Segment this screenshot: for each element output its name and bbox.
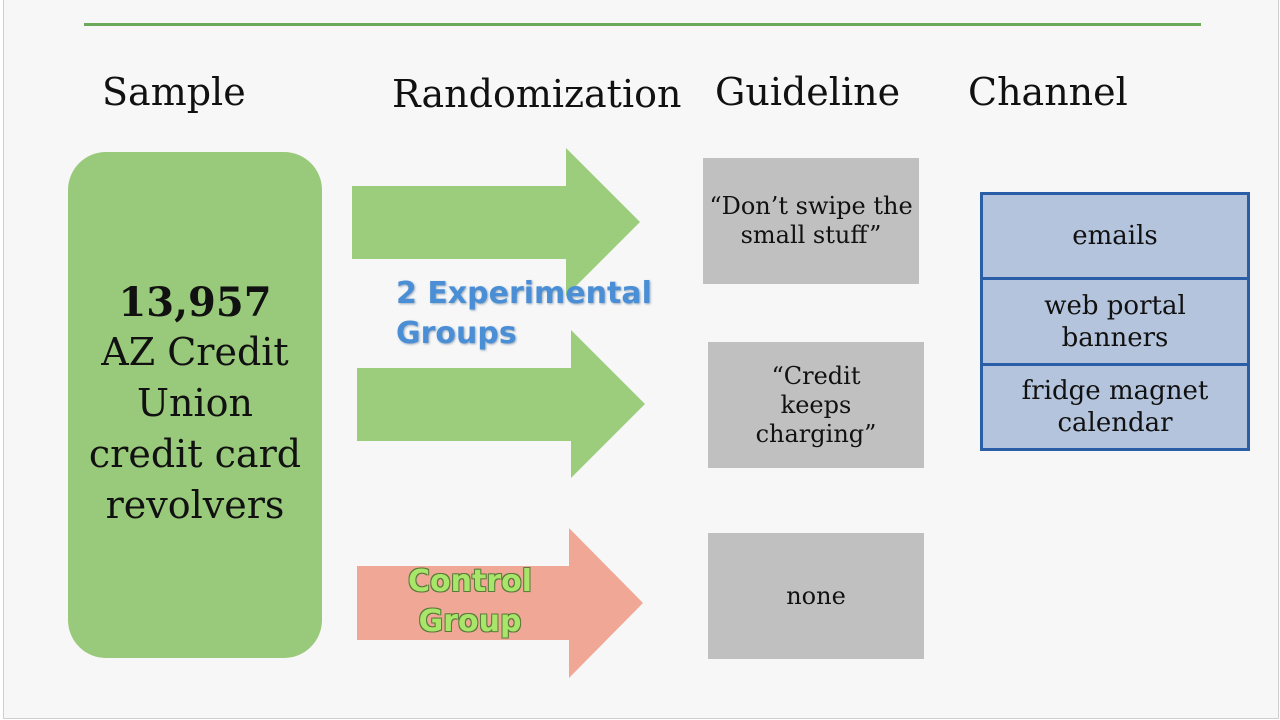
guideline-box-3: none xyxy=(708,533,924,659)
guideline-text-3: none xyxy=(786,581,846,610)
control-group-line2: Group xyxy=(418,604,522,639)
sample-description: AZ Credit Union credit card revolvers xyxy=(88,330,302,527)
experimental-arrow-1 xyxy=(352,148,640,296)
channel-stack: emails web portal banners fridge magnet … xyxy=(980,192,1250,451)
column-header-channel: Channel xyxy=(968,70,1128,114)
control-arrow xyxy=(357,528,643,678)
experimental-groups-label: 2 Experimental Groups xyxy=(396,274,652,354)
channel-label-fridge-magnet: fridge magnet calendar xyxy=(1021,376,1209,438)
column-header-sample: Sample xyxy=(102,70,246,114)
sample-box: 13,957 AZ Credit Union credit card revol… xyxy=(68,152,322,658)
channel-item-fridge-magnet: fridge magnet calendar xyxy=(983,366,1247,448)
control-group-line1: Control xyxy=(408,564,533,599)
control-group-label: Control Group xyxy=(408,562,532,642)
channel-label-web-portal: web portal banners xyxy=(1044,290,1186,353)
column-header-randomization: Randomization xyxy=(392,72,682,116)
channel-item-emails: emails xyxy=(983,195,1247,280)
sample-count: 13,957 xyxy=(118,279,272,326)
guideline-text-1: “Don’t swipe the small stuff” xyxy=(709,192,913,249)
guideline-text-2: “Credit keeps charging” xyxy=(755,361,877,448)
experimental-groups-line1: 2 Experimental xyxy=(396,276,652,311)
guideline-box-1: “Don’t swipe the small stuff” xyxy=(703,158,919,284)
experimental-groups-line2: Groups xyxy=(396,316,517,351)
guideline-box-2: “Credit keeps charging” xyxy=(708,342,924,468)
column-header-guideline: Guideline xyxy=(715,70,901,114)
channel-item-web-portal: web portal banners xyxy=(983,280,1247,366)
title-rule xyxy=(84,23,1201,26)
channel-label-emails: emails xyxy=(1072,221,1158,251)
experimental-arrow-2 xyxy=(357,330,645,478)
